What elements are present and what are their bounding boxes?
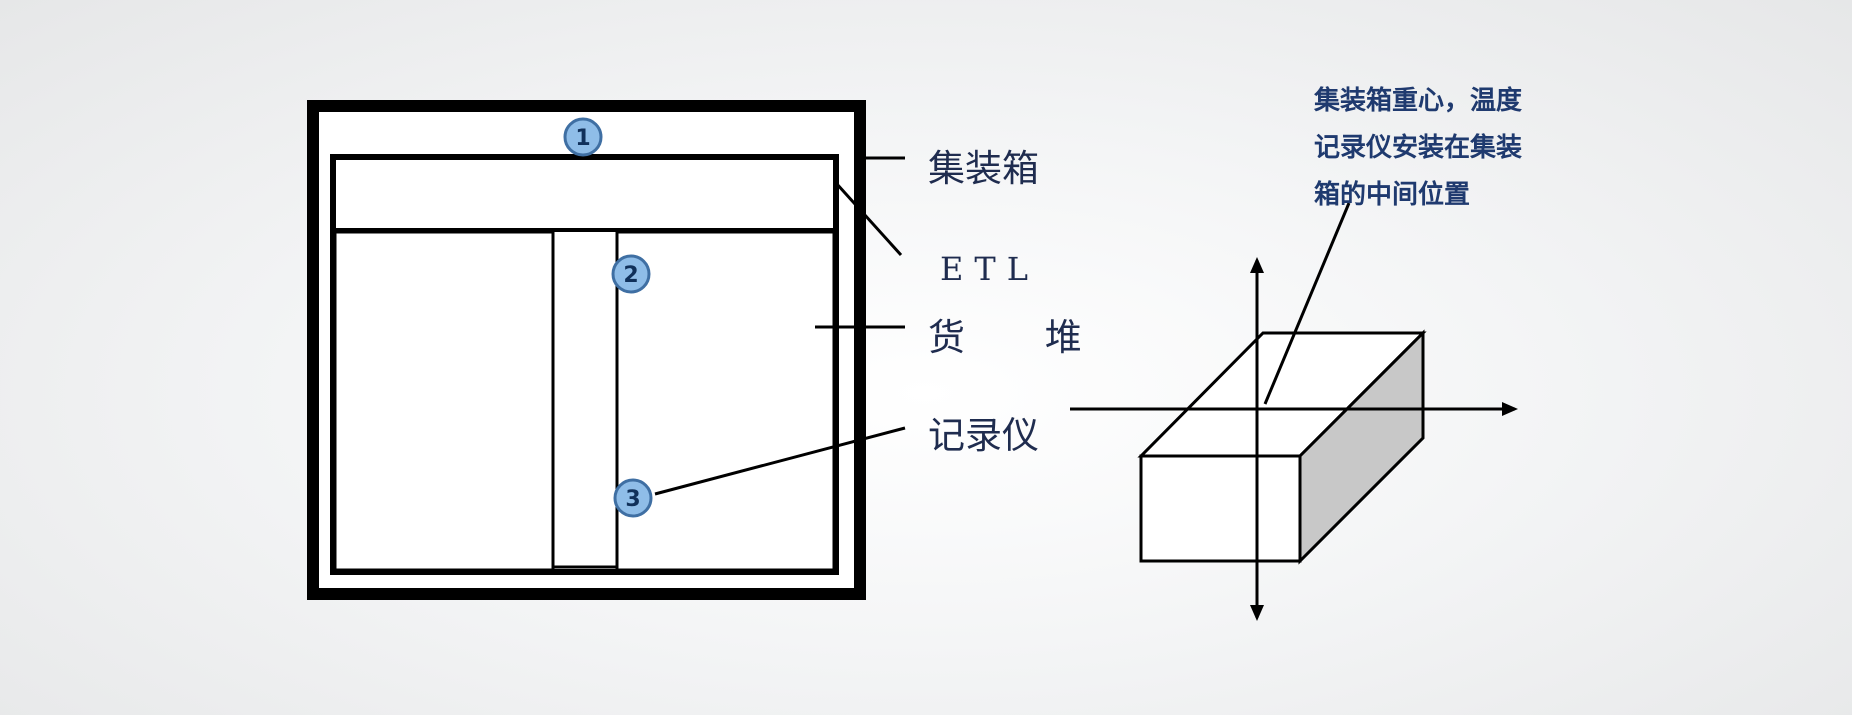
- marker-1-circle: [563, 117, 603, 157]
- label-container: 集装箱: [928, 147, 1039, 190]
- center-of-gravity-note: 集装箱重心，温度 记录仪安装在集装 箱的中间位置: [1314, 78, 1574, 219]
- marker-3-text: 3: [625, 487, 640, 512]
- marker-2-text: 2: [623, 263, 638, 288]
- marker-3-circle: [613, 478, 653, 518]
- marker-3: 3: [613, 478, 653, 518]
- cargo-box-3d: [1137, 329, 1427, 565]
- marker-1: 1: [563, 117, 603, 157]
- note-line-2: 记录仪安装在集装: [1314, 133, 1523, 163]
- leader-line-recorder: [654, 426, 906, 496]
- cargo-stack-left: [333, 230, 555, 572]
- marker-2: 2: [611, 254, 651, 294]
- cargo-stack-right: [615, 230, 836, 572]
- note-line-3: 箱的中间位置: [1314, 180, 1471, 210]
- label-cargo-stack: 货 堆: [928, 316, 1116, 359]
- marker-1-text: 1: [575, 126, 590, 151]
- note-pointer-line: [1263, 202, 1351, 405]
- marker-2-circle: [611, 254, 651, 294]
- label-etl: ETL: [940, 250, 1039, 288]
- label-recorder: 记录仪: [928, 414, 1039, 457]
- leader-line-etl: [834, 181, 903, 257]
- note-line-1: 集装箱重心，温度: [1314, 86, 1523, 116]
- box-front-face: [1139, 454, 1302, 563]
